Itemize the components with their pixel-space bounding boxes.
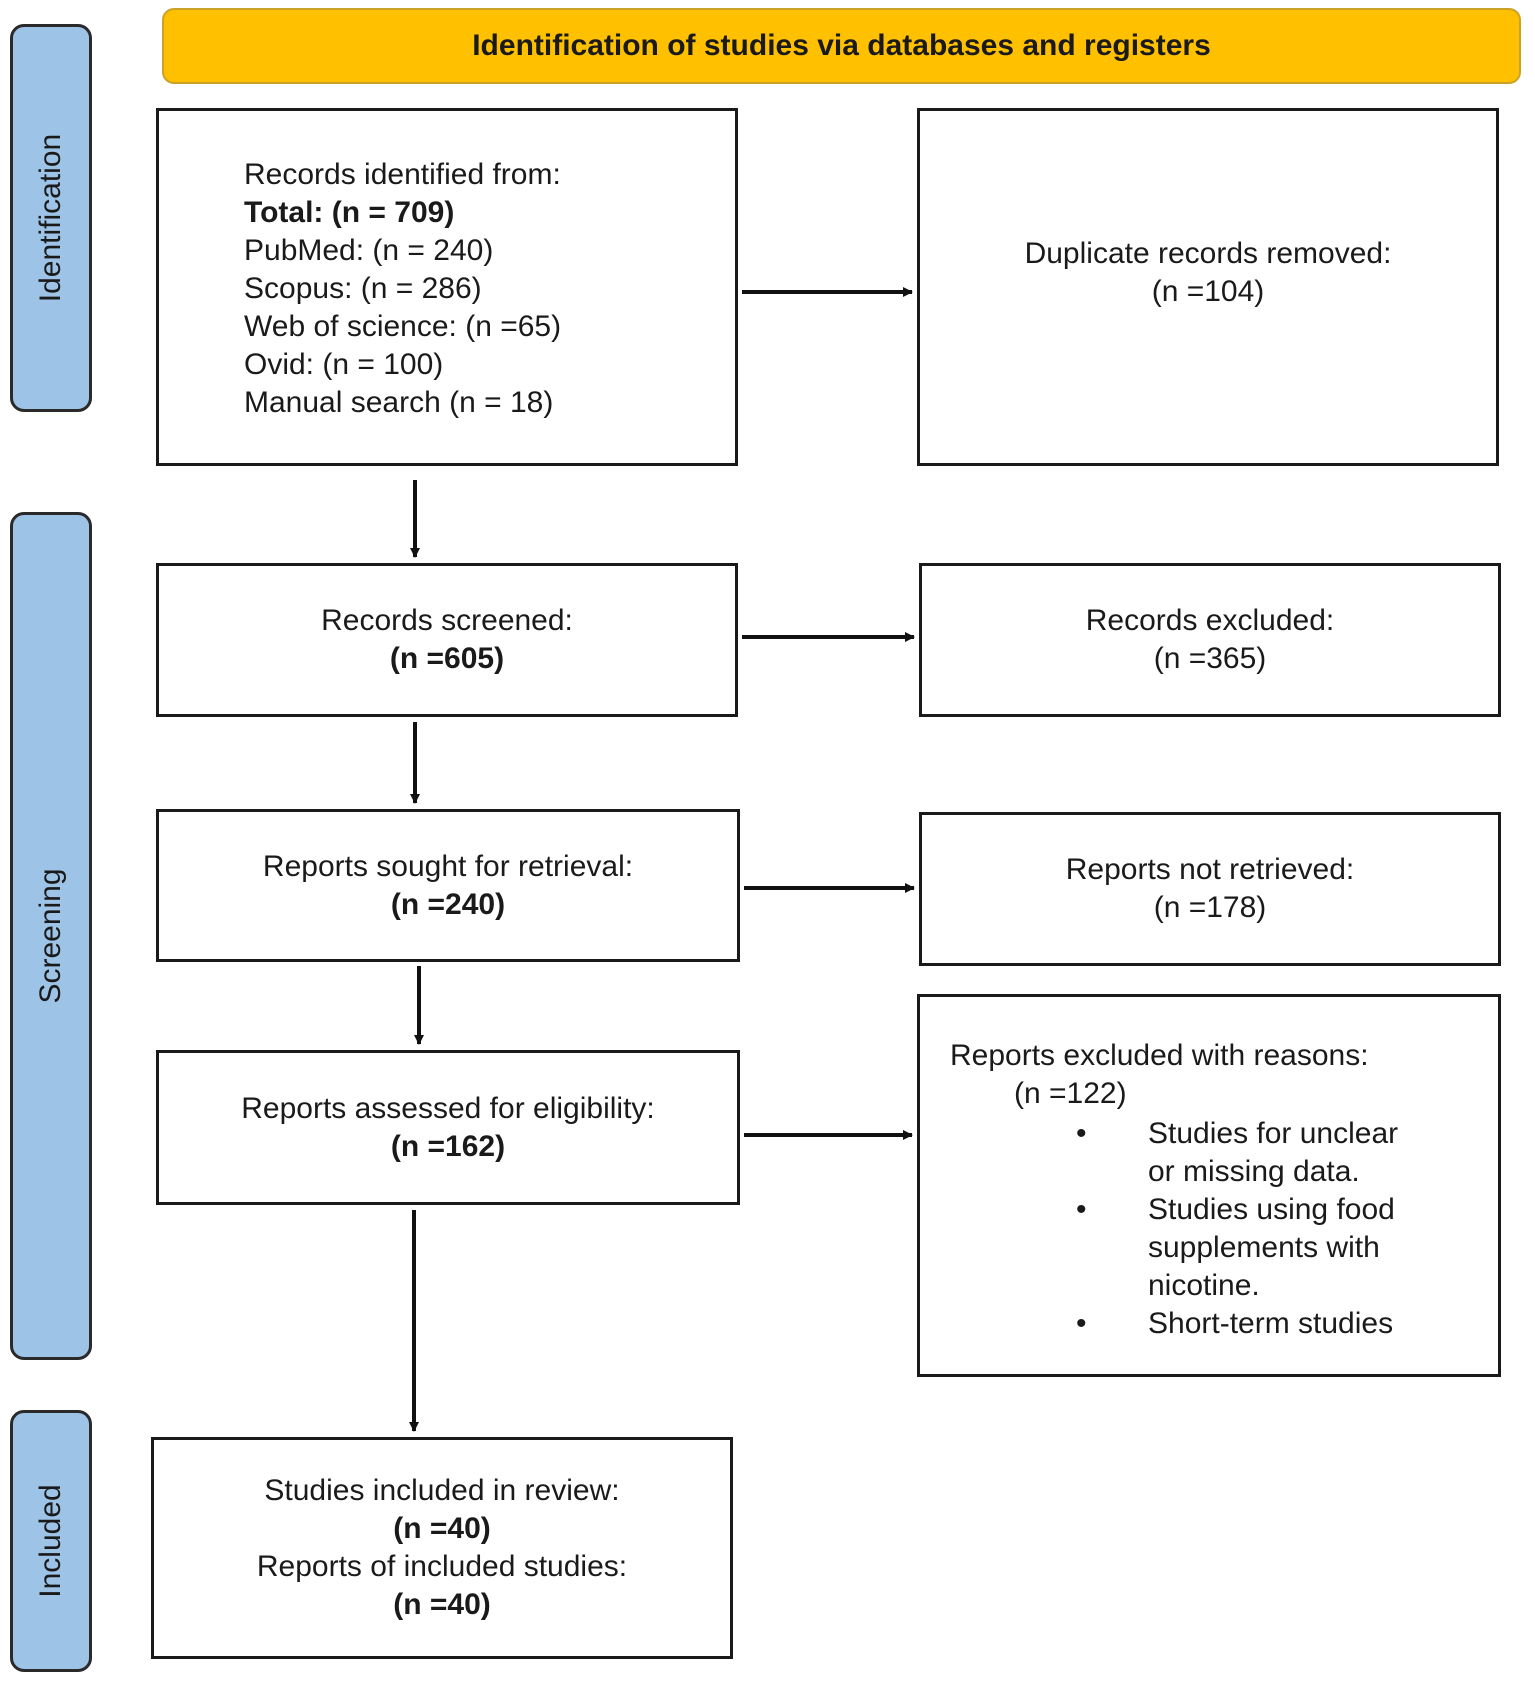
reason-item-continued: nicotine. <box>1148 1269 1260 1302</box>
reason-item-continued: supplements with <box>1148 1231 1380 1264</box>
bullet-icon: • <box>1076 1193 1087 1226</box>
assessed-label: Reports assessed for eligibility: <box>241 1091 655 1125</box>
sought-box: Reports sought for retrieval: (n =240) <box>156 809 740 962</box>
assessed-box: Reports assessed for eligibility: (n =16… <box>156 1050 740 1205</box>
reason-item: •Studies using food <box>950 1191 1498 1229</box>
records-ovid: Ovid: (n = 100) <box>244 348 444 381</box>
included-studies-value: (n =40) <box>393 1512 491 1545</box>
records-identified-heading: Records identified from: <box>244 158 561 191</box>
not-retrieved-value: (n =178) <box>1153 891 1267 924</box>
screened-label: Records screened: <box>321 604 573 637</box>
identification-header: Identification of studies via databases … <box>162 8 1521 84</box>
included-reports-value: (n =40) <box>393 1588 491 1621</box>
records-identified-box: Records identified from: Total: (n = 709… <box>156 108 738 466</box>
reason-item: •Studies for unclear <box>950 1115 1498 1153</box>
bullet-icon: • <box>1076 1307 1087 1340</box>
included-box: Studies included in review: (n =40) Repo… <box>151 1437 733 1659</box>
excluded-label: Records excluded: <box>1085 604 1335 637</box>
bullet-icon: • <box>1076 1117 1087 1150</box>
excluded-value: (n =365) <box>1153 642 1267 675</box>
included-reports-label: Reports of included studies: <box>256 1550 628 1583</box>
header-title: Identification of studies via databases … <box>472 29 1211 62</box>
reason-item-continued: or missing data. <box>1148 1155 1360 1188</box>
excluded-reasons-value: (n =122) <box>1014 1077 1127 1110</box>
records-web-of-science: Web of science: (n =65) <box>244 310 562 343</box>
excluded-reasons-list: •Studies for unclear or missing data. •S… <box>950 1115 1498 1343</box>
excluded-box: Records excluded: (n =365) <box>919 563 1501 717</box>
included-studies-label: Studies included in review: <box>264 1474 620 1507</box>
excluded-reasons-label: Reports excluded with reasons: <box>950 1039 1369 1072</box>
duplicates-label: Duplicate records removed: <box>1024 237 1392 270</box>
records-scopus: Scopus: (n = 286) <box>244 272 482 305</box>
phase-included: Included <box>10 1410 92 1672</box>
not-retrieved-label: Reports not retrieved: <box>1065 853 1355 886</box>
duplicates-value: (n =104) <box>1151 275 1265 308</box>
sought-label: Reports sought for retrieval: <box>262 849 634 883</box>
not-retrieved-box: Reports not retrieved: (n =178) <box>919 812 1501 966</box>
records-total: Total: (n = 709) <box>244 196 455 229</box>
phase-screening: Screening <box>10 512 92 1360</box>
records-pubmed: PubMed: (n = 240) <box>244 234 494 267</box>
screened-value: (n =605) <box>389 642 505 675</box>
duplicates-box: Duplicate records removed: (n =104) <box>917 108 1499 466</box>
assessed-value: (n =162) <box>390 1129 506 1163</box>
records-manual-search: Manual search (n = 18) <box>244 386 554 419</box>
excluded-reasons-box: Reports excluded with reasons: (n =122) … <box>917 994 1501 1377</box>
reason-item: •Short-term studies <box>950 1305 1498 1343</box>
phase-identification: Identification <box>10 24 92 412</box>
sought-value: (n =240) <box>390 887 506 921</box>
screened-box: Records screened: (n =605) <box>156 563 738 717</box>
